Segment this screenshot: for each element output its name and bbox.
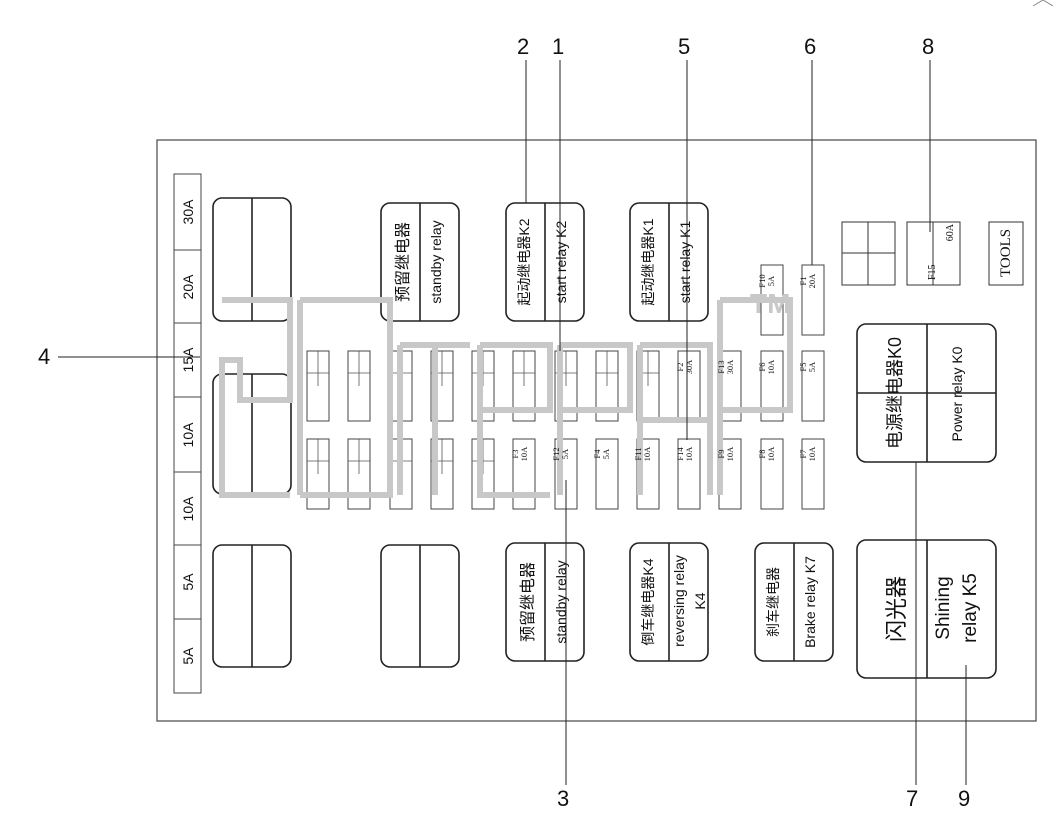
watermark (219, 297, 793, 498)
tools-box (988, 221, 1024, 286)
side-rating-30a: 30A (180, 199, 196, 225)
relay-label-start-k1-en: start relay K1 (677, 220, 693, 304)
side-rating-10a-1: 10A (180, 422, 196, 448)
relay-label-standby-top-cn: 预留继电器 (395, 222, 412, 303)
fuse-slot-F6 (760, 350, 784, 422)
callout-4: 4 (38, 344, 51, 369)
callout-2: 2 (517, 34, 530, 59)
side-rating-5a-2: 5A (180, 647, 196, 665)
relay-label-brake-k7-cn: 刹车继电器 (765, 567, 781, 637)
side-rating-5a-1: 5A (180, 573, 196, 591)
corner-mark (1032, 0, 1053, 7)
relay-label-reversing-k4-en1: reversing relay (671, 555, 687, 647)
side-rating-10a-2: 10A (180, 496, 196, 522)
fuse-slot-F8 (760, 438, 784, 510)
relay-label-power-k0-en: Power relay K0 (949, 346, 965, 442)
leader-lines (58, 60, 967, 785)
callout-7: 7 (906, 786, 919, 811)
fuse-label-F15-rating: 60A (945, 224, 956, 242)
relay-label-shining-k5-cn: 闪光器 (884, 576, 909, 643)
callout-5: 5 (678, 34, 691, 59)
fuse-label-F15-id: F15 (927, 264, 938, 280)
tools-label: TOOLS (998, 228, 1014, 278)
relay-label-reversing-k4-cn: 倒车继电器K4 (640, 558, 656, 646)
fuse-slot-F14 (677, 438, 701, 510)
callout-8: 8 (922, 34, 935, 59)
callout-6: 6 (804, 34, 817, 59)
watermark-tm: TM (750, 288, 791, 319)
relay-label-brake-k7-en: Brake relay K7 (802, 556, 818, 648)
relay-label-standby-bottom-cn: 预留继电器 (520, 562, 537, 643)
side-rating-strip (173, 173, 202, 694)
relay-label-standby-bottom-en: standby relay (553, 560, 569, 644)
relay-label-start-k2-en: start relay K2 (553, 220, 569, 304)
relay-label-power-k0-cn: 电源继电器K0 (885, 336, 905, 450)
callout-1: 1 (552, 34, 565, 59)
callout-9: 9 (958, 786, 971, 811)
fuse-slot-F4 (595, 438, 619, 510)
relay-label-start-k2-cn: 起动继电器K2 (516, 218, 532, 306)
relay-label-start-k1-cn: 起动继电器K1 (640, 218, 656, 306)
relay-label-standby-top-en: standby relay (428, 220, 444, 304)
fuse-slot-F1 (801, 264, 825, 336)
fuse-slot-F5 (801, 350, 825, 422)
callout-3: 3 (557, 786, 570, 811)
fuse-slot-F3 (512, 438, 536, 510)
fuse-slot-F7 (801, 438, 825, 510)
relay-label-reversing-k4-en2: K4 (692, 592, 708, 610)
side-rating-15a: 15A (180, 347, 196, 373)
side-rating-20a: 20A (180, 274, 196, 300)
relay-label-shining-k5-en2: relay K5 (960, 573, 981, 643)
relay-label-shining-k5-en1: Shining (933, 576, 954, 640)
